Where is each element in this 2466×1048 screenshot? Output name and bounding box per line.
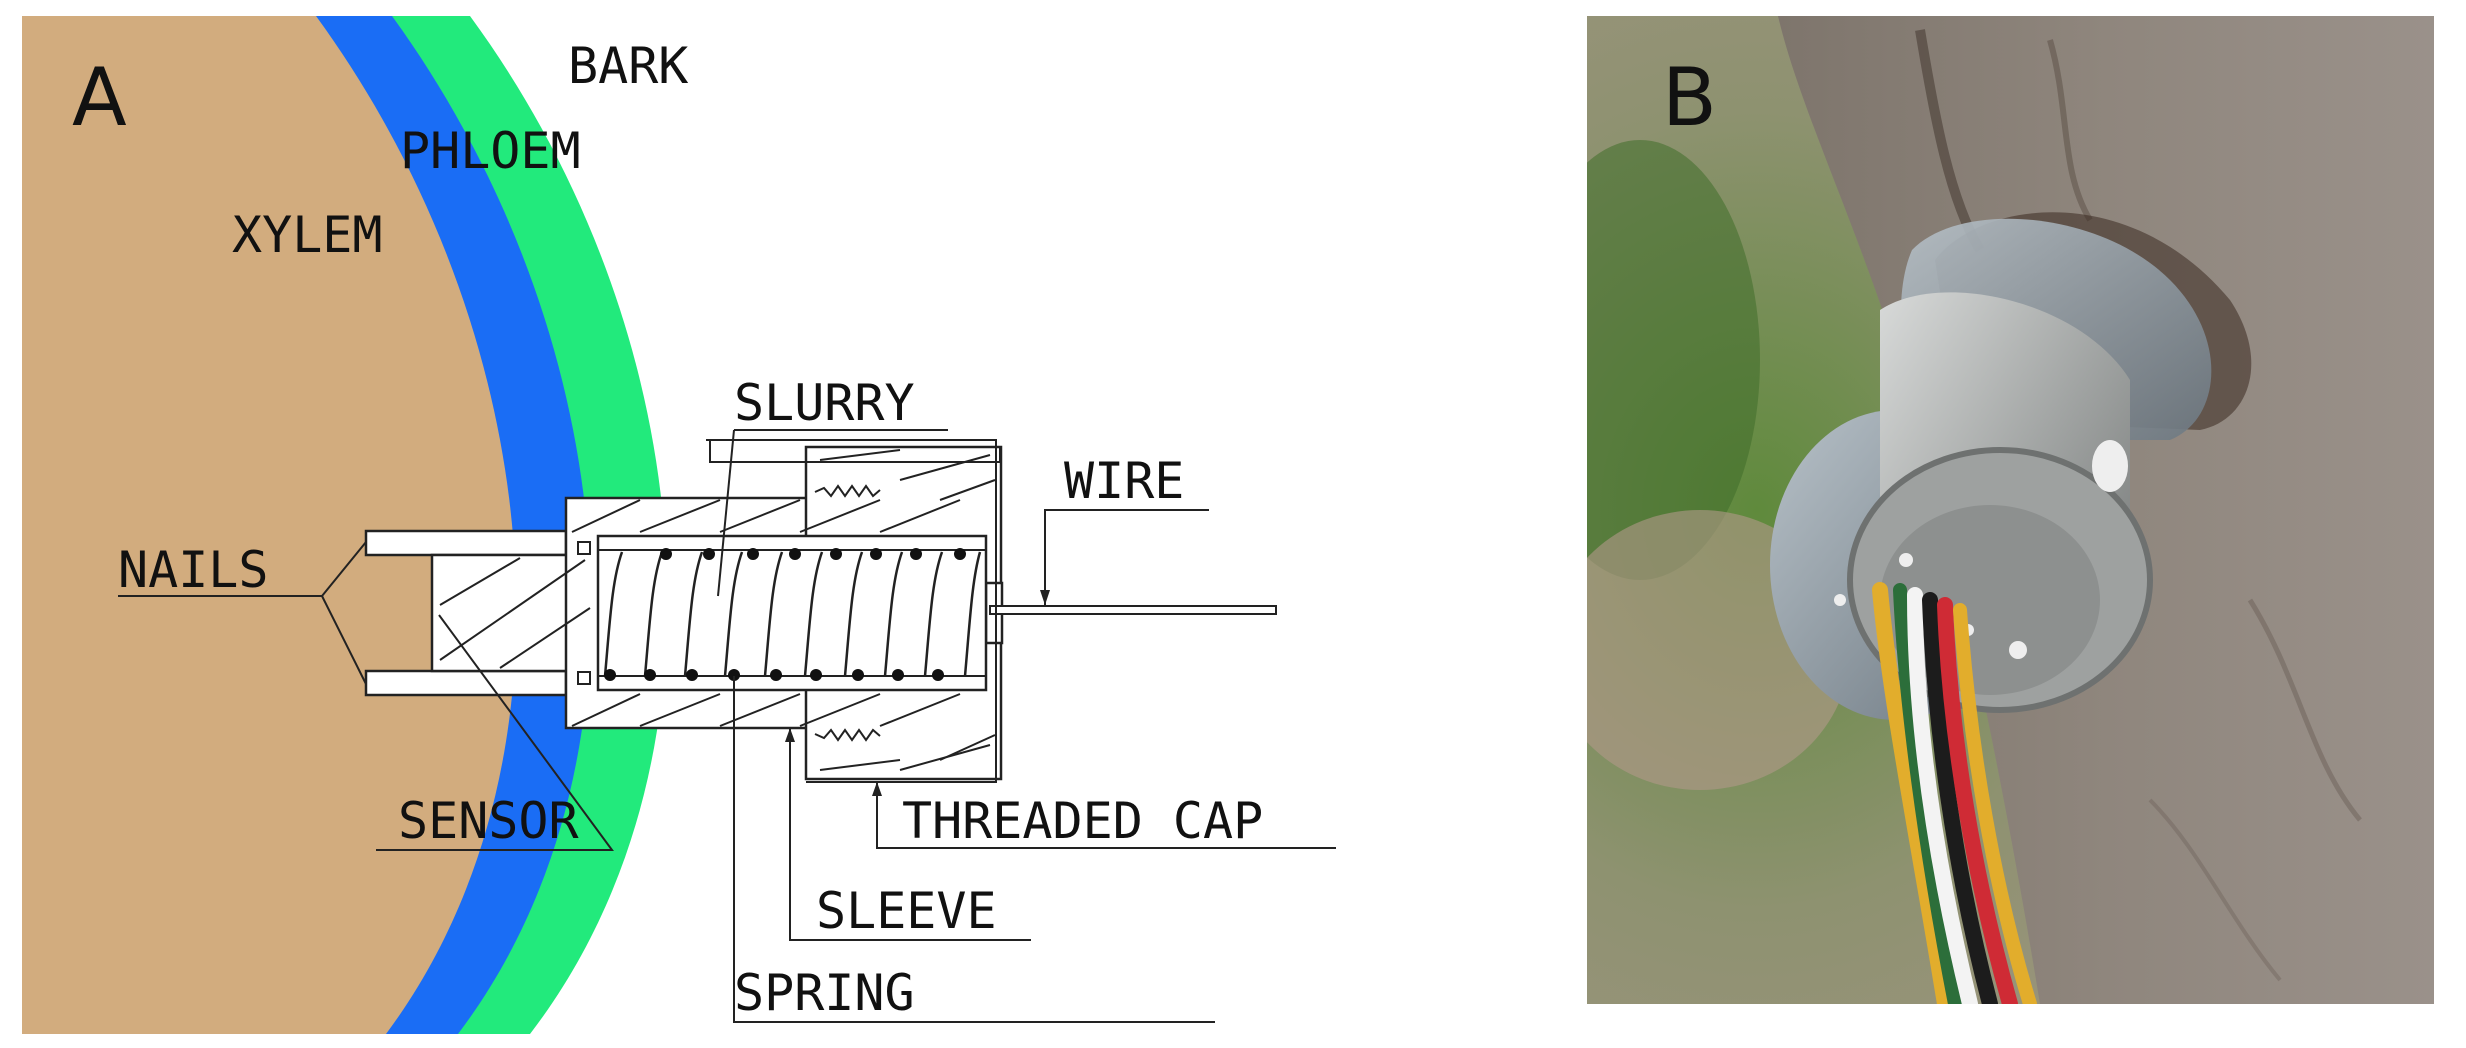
panel-b-photo: B xyxy=(1587,16,2434,1004)
inner-chamber xyxy=(596,534,988,692)
label-bark: BARK xyxy=(568,37,688,95)
wire xyxy=(989,605,1277,615)
label-nails: NAILS xyxy=(118,541,269,599)
wire-arrowhead xyxy=(1040,590,1050,605)
label-sleeve: SLEEVE xyxy=(816,882,997,940)
label-slurry: SLURRY xyxy=(734,374,915,432)
label-xylem: XYLEM xyxy=(232,206,383,264)
spring-coils xyxy=(603,551,982,677)
label-threaded-cap: THREADED CAP xyxy=(902,792,1263,850)
xylem-region xyxy=(22,16,517,1034)
cap-thread-top xyxy=(814,484,881,498)
panel-a-letter: A xyxy=(72,51,127,144)
leader-lines xyxy=(118,429,1336,1023)
label-wire: WIRE xyxy=(1064,452,1184,510)
section-hatching xyxy=(439,449,996,771)
spring-dots xyxy=(604,548,966,681)
label-sensor: SENSOR xyxy=(398,792,580,850)
upper-nail xyxy=(364,529,568,557)
slurry-frame xyxy=(706,439,1001,783)
cap-thread-bottom xyxy=(814,728,881,742)
label-phloem: PHLOEM xyxy=(400,122,581,180)
sensor-wires xyxy=(1872,582,2037,1004)
lower-nail xyxy=(364,669,568,697)
panel-b-letter: B xyxy=(1662,51,1717,144)
label-spring: SPRING xyxy=(734,964,915,1022)
panel-a-diagram: A BARK PHLOEM XYLEM SLURRY WIRE NAILS SE… xyxy=(22,16,1336,1034)
